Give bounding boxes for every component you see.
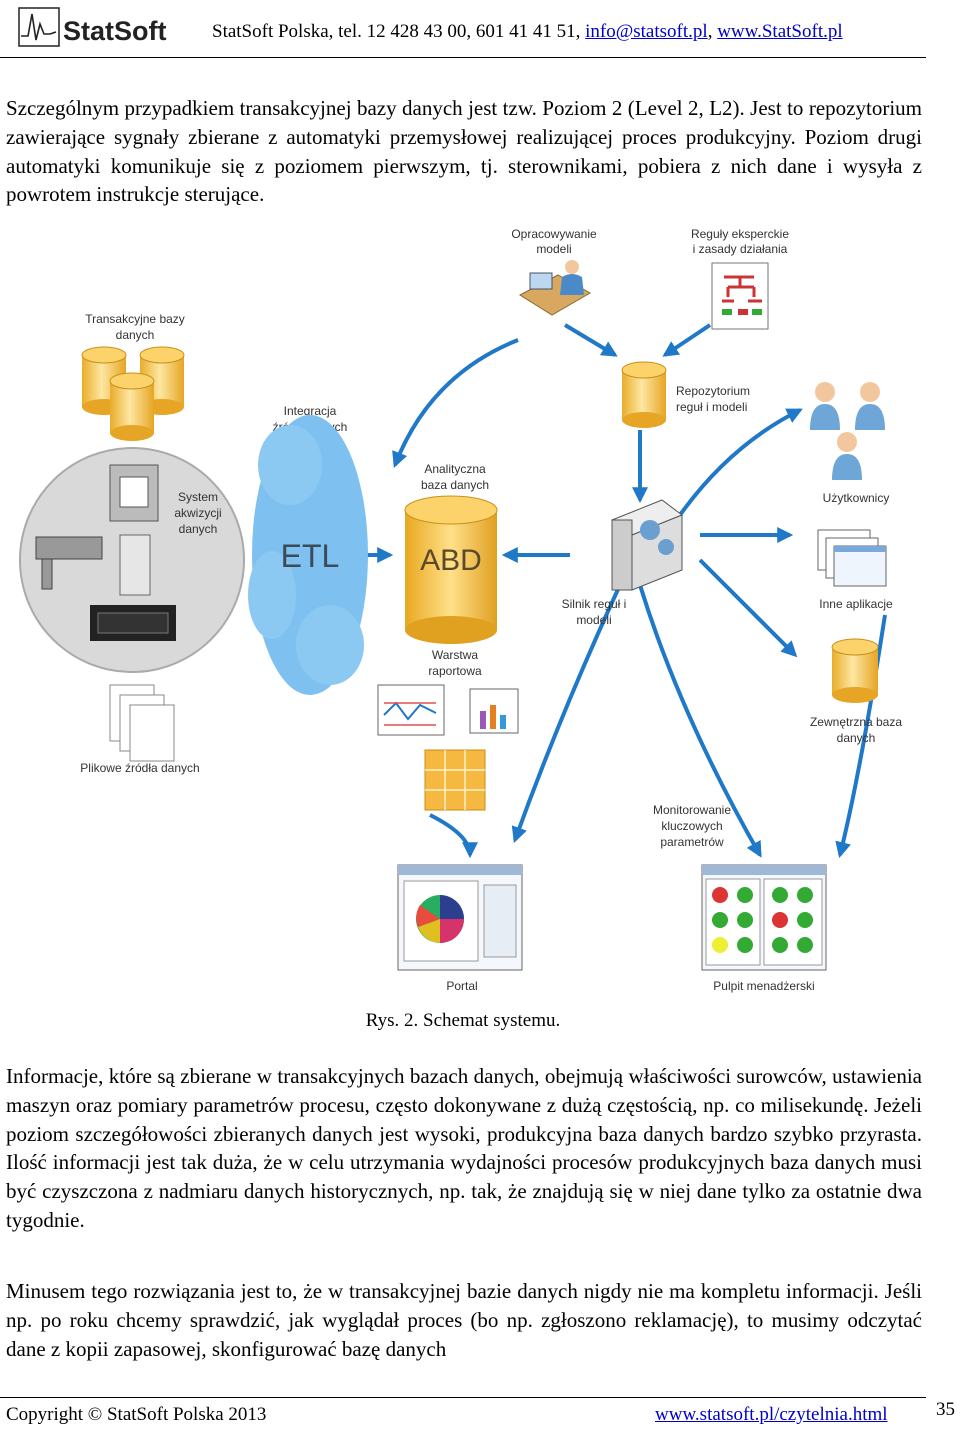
arrow-engine-to-portal bbox=[511, 584, 622, 844]
label-portal: Portal bbox=[446, 979, 477, 993]
label-abd: ABD bbox=[420, 544, 482, 577]
label-reguly-2: i zasady działania bbox=[693, 242, 788, 256]
footer-copyright: Copyright © StatSoft Polska 2013 bbox=[6, 1404, 267, 1425]
label-analityczna-2: baza danych bbox=[421, 478, 489, 492]
report-layer-icons bbox=[377, 684, 519, 811]
label-transakcyjne-1: Transakcyjne bazy bbox=[85, 312, 185, 326]
system-diagram: Opracowywanie modeli Reguły eksperckie i… bbox=[19, 227, 902, 993]
portal-icon bbox=[397, 864, 523, 971]
paragraph-1: Szczególnym przypadkiem transakcyjnej ba… bbox=[6, 96, 922, 207]
label-opracowywanie-1: Opracowywanie bbox=[511, 227, 597, 241]
label-zewnetrzna-2: danych bbox=[837, 731, 876, 745]
header-contact: StatSoft Polska, tel. 12 428 43 00, 601 … bbox=[212, 21, 843, 43]
label-warstwa-1: Warstwa bbox=[432, 648, 479, 662]
footer-rule bbox=[0, 1397, 926, 1398]
label-warstwa-2: raportowa bbox=[428, 664, 482, 678]
label-system-1: System bbox=[178, 490, 218, 504]
label-silnik-2: modeli bbox=[576, 613, 611, 627]
email-link[interactable]: info@statsoft.pl bbox=[585, 21, 708, 42]
paragraph-3: Minusem tego rozwiązania jest to, że w t… bbox=[6, 1279, 922, 1361]
label-uzytkownicy: Użytkownicy bbox=[823, 491, 890, 505]
label-repozytorium-2: reguł i modeli bbox=[676, 400, 747, 414]
figure-caption: Rys. 2. Schemat systemu. bbox=[365, 1010, 561, 1031]
transaction-db-icons bbox=[81, 346, 185, 441]
label-system-3: danych bbox=[179, 522, 218, 536]
label-etl: ETL bbox=[281, 538, 340, 574]
acquisition-devices bbox=[35, 464, 176, 641]
logo-text: StatSoft bbox=[63, 16, 167, 46]
other-apps-icon bbox=[817, 529, 887, 587]
website-link[interactable]: www.StatSoft.pl bbox=[717, 21, 843, 42]
label-transakcyjne-2: danych bbox=[116, 328, 155, 342]
users-icon bbox=[810, 382, 885, 480]
arrow-models-to-abd bbox=[392, 338, 519, 468]
statsoft-logo: StatSoft bbox=[18, 6, 193, 50]
external-db-icon bbox=[831, 638, 879, 703]
contact-text: StatSoft Polska, tel. 12 428 43 00, 601 … bbox=[212, 21, 586, 42]
arrow-engine-to-users bbox=[678, 408, 803, 517]
rules-document-icon bbox=[711, 262, 769, 330]
label-plikowe: Plikowe źródła danych bbox=[80, 761, 199, 775]
label-silnik-1: Silnik reguł i bbox=[562, 597, 627, 611]
paragraph-2: Informacje, które są zbierane w transakc… bbox=[6, 1064, 922, 1232]
label-monitorowanie-3: parametrów bbox=[660, 835, 724, 849]
label-system-2: akwizycji bbox=[174, 506, 221, 520]
file-sources-icon bbox=[109, 684, 175, 762]
arrow-engine-to-dashboard bbox=[638, 584, 762, 858]
dashboard-icon bbox=[701, 864, 827, 971]
label-zewnetrzna-1: Zewnętrzna baza bbox=[810, 715, 902, 729]
engine-server-icon bbox=[610, 499, 684, 591]
label-opracowywanie-2: modeli bbox=[536, 242, 571, 256]
separator: , bbox=[707, 21, 718, 42]
desk-user-icon bbox=[518, 260, 592, 316]
repository-db-icon bbox=[621, 361, 667, 428]
label-monitorowanie-1: Monitorowanie bbox=[653, 803, 731, 817]
label-pulpit: Pulpit menadżerski bbox=[713, 979, 814, 993]
arrow-extdb-to-dashboard bbox=[835, 614, 887, 859]
abd-db-icon bbox=[404, 495, 498, 644]
etl-cloud bbox=[248, 415, 368, 695]
footer-link[interactable]: www.statsoft.pl/czytelnia.html bbox=[655, 1404, 888, 1425]
arrow-rules-to-repo bbox=[662, 323, 712, 357]
label-repozytorium-1: Repozytorium bbox=[676, 384, 750, 398]
arrow-models-to-repo bbox=[563, 323, 618, 357]
page-number: 35 bbox=[936, 1399, 955, 1420]
label-analityczna-1: Analityczna bbox=[424, 462, 486, 476]
label-inne: Inne aplikacje bbox=[819, 597, 893, 611]
label-integracja-1: Integracja bbox=[284, 404, 337, 418]
label-reguly-1: Reguły eksperckie bbox=[691, 227, 789, 241]
arrow-engine-to-extdb bbox=[698, 558, 798, 658]
arrow-report-to-portal bbox=[429, 813, 478, 859]
header-rule bbox=[0, 57, 926, 58]
label-monitorowanie-2: kluczowych bbox=[661, 819, 722, 833]
